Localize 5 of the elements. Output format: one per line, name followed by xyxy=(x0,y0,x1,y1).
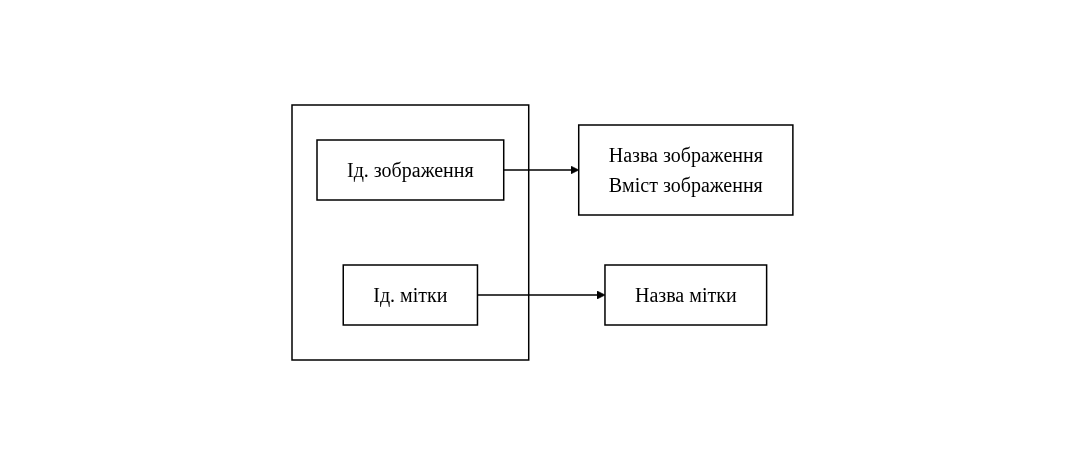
cluster xyxy=(291,103,530,361)
node-box: Назва мітки xyxy=(604,263,768,326)
node-box: Ід. зображення xyxy=(316,138,505,201)
node-box: Ід. мітки xyxy=(342,263,479,326)
node-box: Назва зображення Вміст зображення xyxy=(578,123,794,216)
